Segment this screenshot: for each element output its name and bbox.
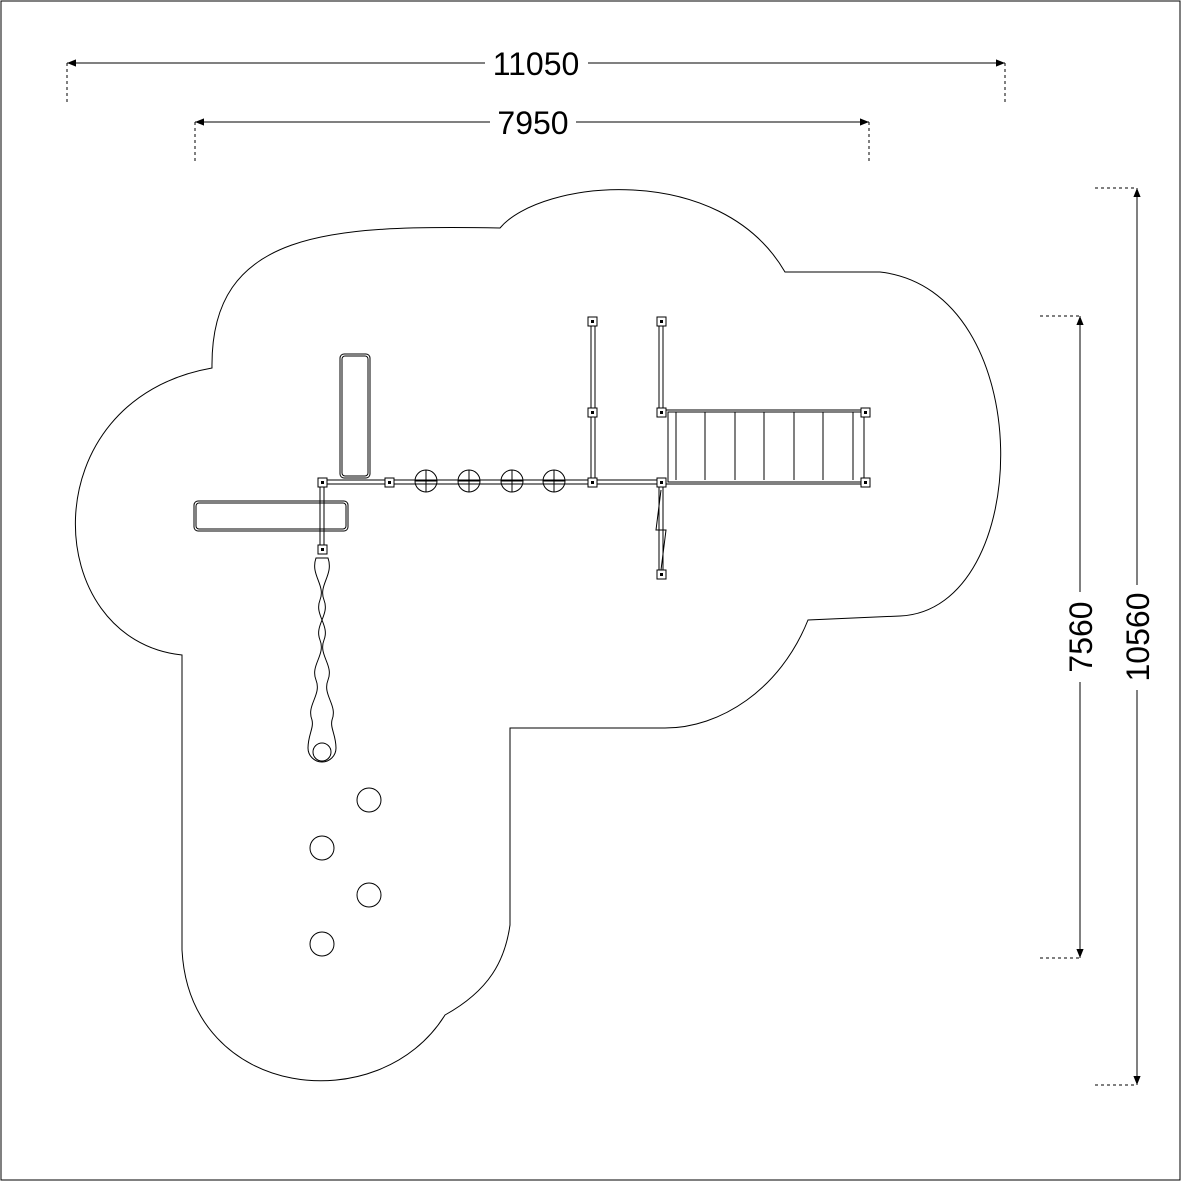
balance-beam-horizontal [193,500,349,532]
stepping-stumps [309,787,382,957]
safety-zone-outline [75,189,1002,1082]
dimension-label-overall-width: 11050 [493,46,580,82]
dimension-label-equipment-width: 7950 [497,105,568,141]
posts [317,316,871,580]
stepping-stump [309,931,335,957]
dimension-equipment-width: 7950 [194,105,870,163]
chain-end-ring [312,742,332,762]
dimension-label-equipment-depth: 7560 [1063,601,1099,672]
dimension-overall-depth: 10560 [1095,187,1156,1086]
chain-log-walk [307,557,337,763]
balance-beam-inner-horizontal [195,502,347,530]
balance-beam-vertical [339,353,371,479]
stepping-stump [356,882,382,908]
main-rails [319,322,667,574]
dimension-label-overall-depth: 10560 [1120,593,1156,682]
horizontal-ladder [665,409,866,485]
stepping-stump [309,835,335,861]
dimension-overall-width: 11050 [66,46,1006,105]
stepping-stump [356,787,382,813]
stepping-discs [414,469,566,493]
dimension-equipment-depth: 7560 [1040,315,1099,959]
balance-beam-inner-vertical [341,355,369,477]
